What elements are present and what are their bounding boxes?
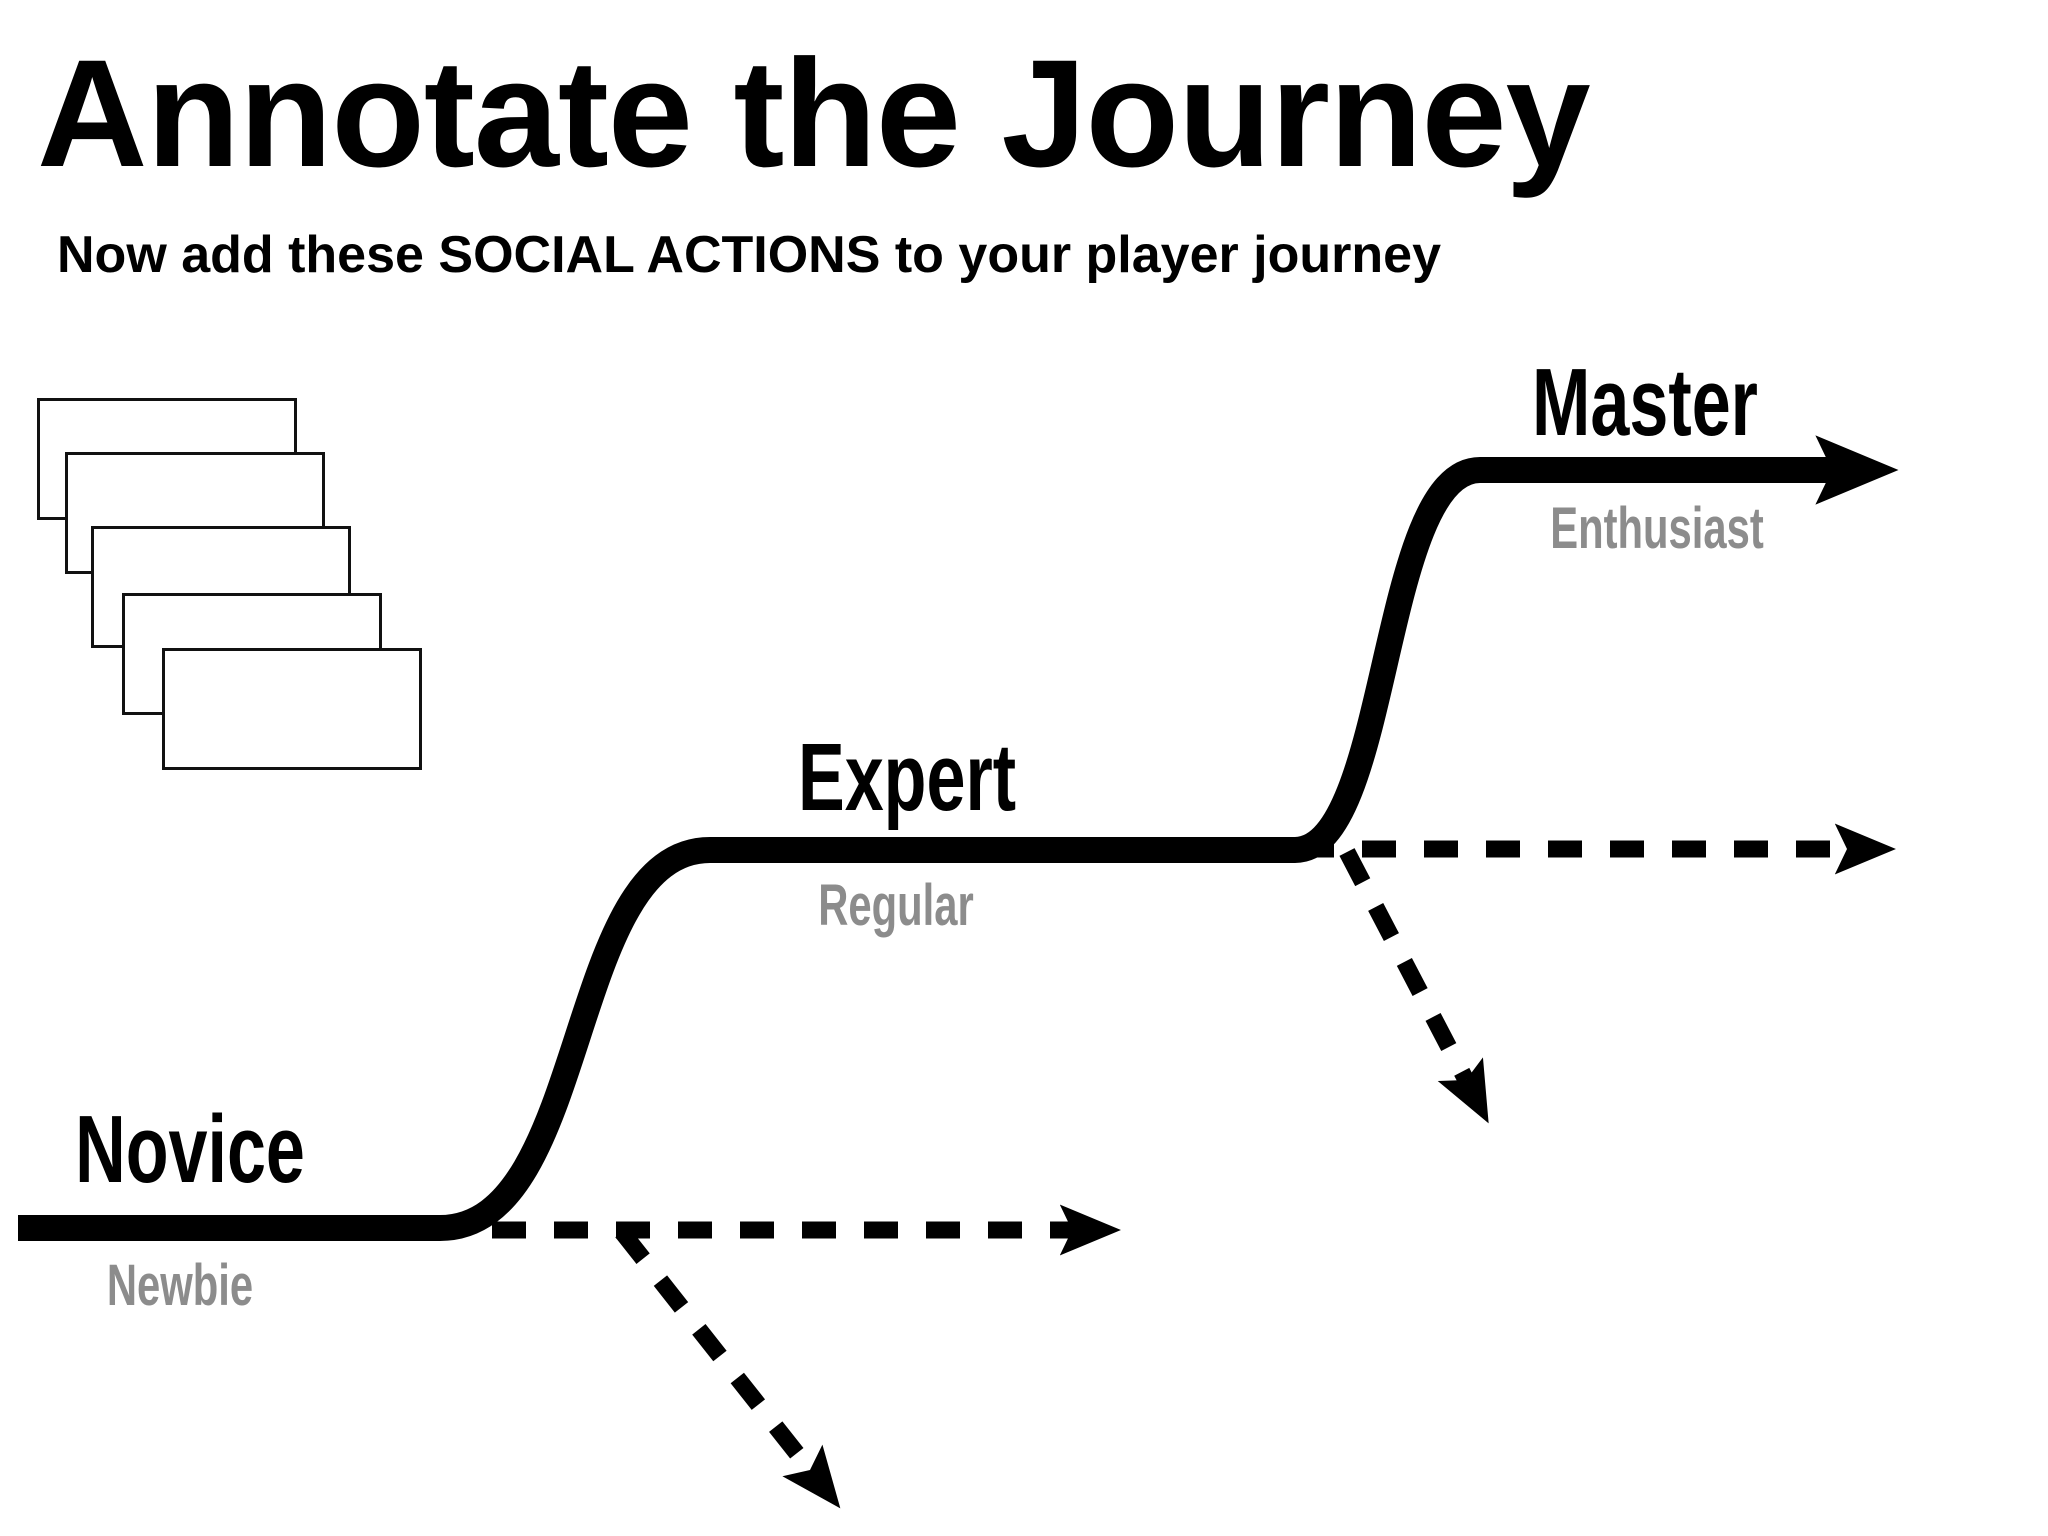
action-card-5[interactable]: [162, 648, 422, 770]
stage-label-expert: Expert: [797, 724, 1017, 831]
expert-dropoff-diagonal-arrow: [1339, 848, 1489, 1124]
stage-label-novice: Novice: [75, 1096, 305, 1203]
stage-sublabel-newbie: Newbie: [106, 1253, 254, 1318]
stage-label-master: Master: [1532, 349, 1758, 456]
stage-sublabel-regular: Regular: [818, 873, 974, 938]
novice-dropoff-diagonal-arrow: [615, 1226, 841, 1509]
stage-sublabel-enthusiast: Enthusiast: [1550, 496, 1764, 561]
page-title: Annotate the Journey: [37, 28, 1591, 199]
page-subtitle: Now add these SOCIAL ACTIONS to your pla…: [57, 226, 1441, 284]
player-journey-curve: [18, 435, 1899, 1241]
